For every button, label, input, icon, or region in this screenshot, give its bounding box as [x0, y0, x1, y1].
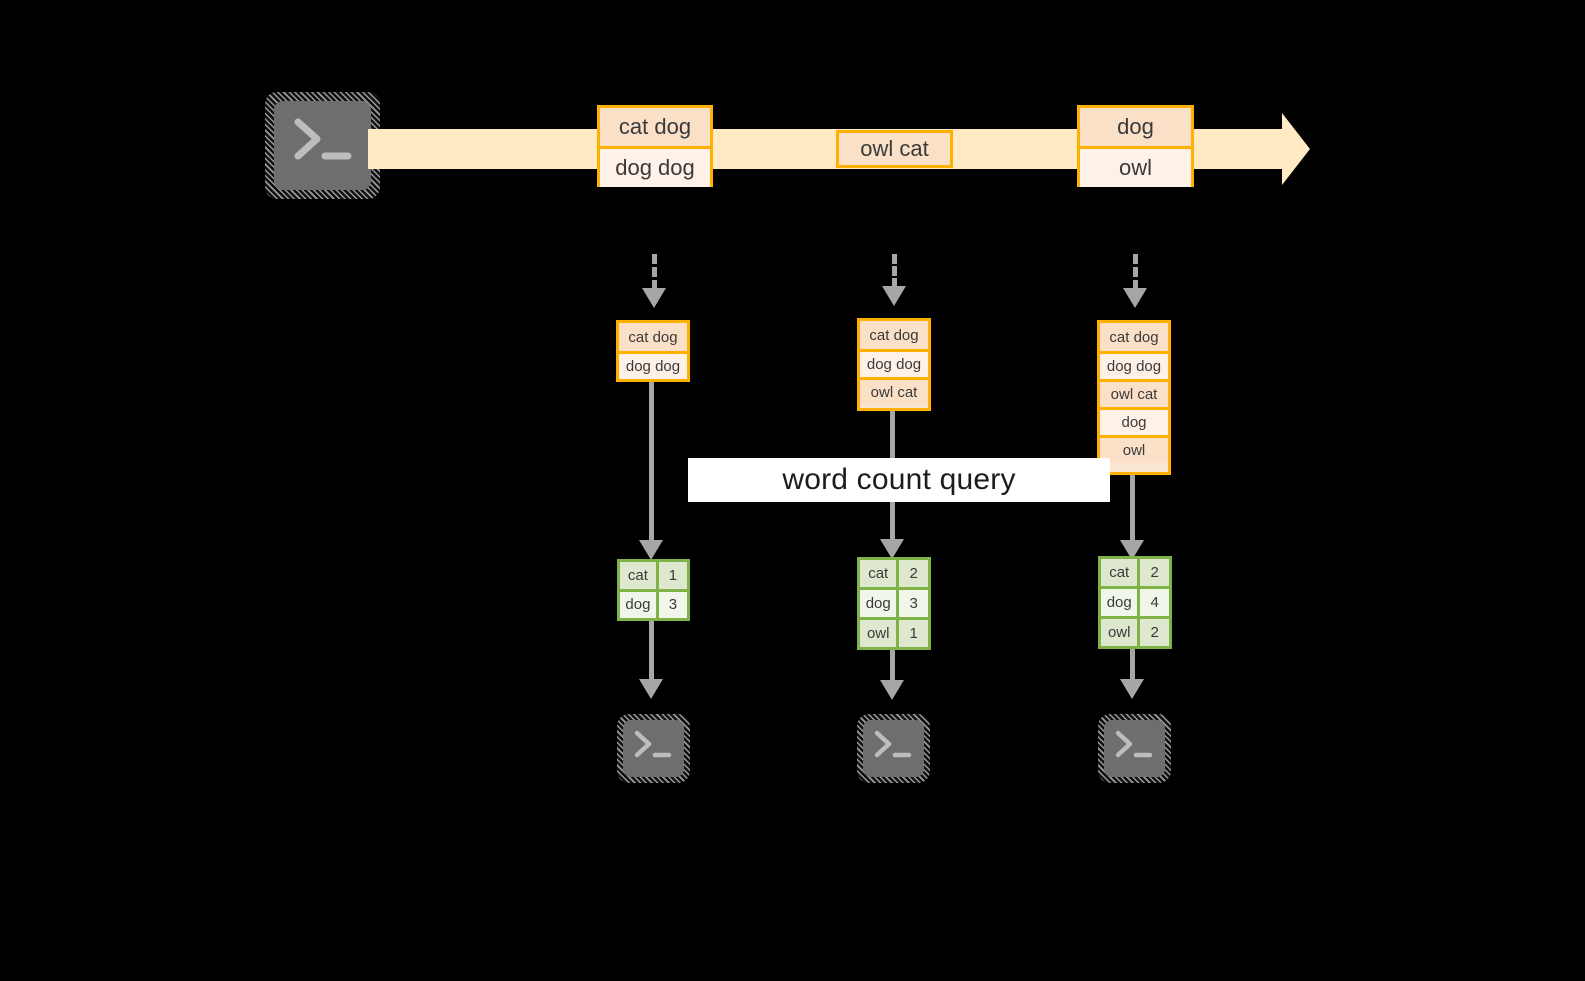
result-table-row: cat 2 [1101, 559, 1169, 586]
dashed-connector-1-arrowhead [642, 288, 666, 308]
result-count: 2 [1140, 619, 1169, 646]
result-table-row: dog 4 [1101, 586, 1169, 616]
result-word: dog [1101, 589, 1141, 616]
result-word: dog [860, 590, 900, 617]
terminal-prompt-glyph [294, 118, 352, 160]
dashed-connector-2-arrowhead [882, 286, 906, 306]
result-table-3[interactable]: cat 2 dog 4 owl 2 [1098, 556, 1172, 649]
dashed-connector-2 [892, 254, 897, 288]
dashed-connector-3 [1133, 254, 1138, 290]
query-label: word count query [782, 463, 1016, 496]
dashed-connector-1 [652, 254, 657, 290]
result-count: 1 [899, 620, 928, 647]
input-table-row: cat dog [619, 323, 687, 351]
terminal-prompt-glyph [1115, 730, 1153, 758]
sink-arrow-2-arrowhead [880, 680, 904, 700]
terminal-face [274, 101, 371, 190]
result-count: 2 [1140, 559, 1169, 586]
result-count: 3 [658, 591, 687, 618]
sink-arrow-2-shaft [890, 650, 895, 682]
terminal-prompt-glyph [634, 730, 672, 758]
query-arrow-1-arrowhead [639, 540, 663, 560]
input-table-row: dog dog [1100, 351, 1168, 379]
query-arrow-2-arrowhead [880, 539, 904, 559]
result-count: 1 [658, 562, 687, 589]
sink-terminal-2-icon[interactable] [857, 714, 930, 783]
result-word: owl [1101, 619, 1141, 646]
stream-event-line: dog dog [600, 146, 710, 187]
source-terminal-icon[interactable] [265, 92, 380, 199]
result-word: cat [620, 562, 659, 589]
input-table-1[interactable]: cat dog dog dog [616, 320, 690, 382]
result-count: 4 [1140, 589, 1169, 616]
query-arrow-3-arrowhead [1120, 540, 1144, 560]
terminal-prompt-glyph [874, 730, 912, 758]
input-table-row: cat dog [1100, 323, 1168, 351]
input-table-row: dog dog [619, 351, 687, 379]
result-table-row: dog 3 [860, 587, 928, 617]
result-word: owl [860, 620, 900, 647]
result-table-1[interactable]: cat 1 dog 3 [617, 559, 690, 621]
result-word: cat [1101, 559, 1141, 586]
result-table-row: owl 2 [1101, 616, 1169, 646]
sink-terminal-1-icon[interactable] [617, 714, 690, 783]
query-arrow-1-shaft [649, 382, 654, 542]
stream-event-line: owl [1080, 146, 1191, 187]
result-table-row: owl 1 [860, 617, 928, 647]
terminal-face [623, 720, 684, 777]
sink-terminal-3-icon[interactable] [1098, 714, 1171, 783]
stream-event-1[interactable]: cat dog dog dog [597, 105, 713, 187]
stream-event-3[interactable]: dog owl [1077, 105, 1194, 187]
dashed-connector-3-arrowhead [1123, 288, 1147, 308]
input-table-row: owl cat [1100, 379, 1168, 407]
result-table-2[interactable]: cat 2 dog 3 owl 1 [857, 557, 931, 650]
result-word: dog [620, 591, 659, 618]
stream-event-line: dog [1080, 108, 1191, 146]
sink-arrow-3-shaft [1130, 649, 1135, 681]
input-table-row: dog [1100, 407, 1168, 435]
input-table-row: owl [1100, 435, 1168, 463]
stream-event-2[interactable]: owl cat [836, 130, 953, 168]
sink-arrow-3-arrowhead [1120, 679, 1144, 699]
input-table-2[interactable]: cat dog dog dog owl cat [857, 318, 931, 411]
result-count: 2 [899, 560, 928, 587]
input-table-3[interactable]: cat dog dog dog owl cat dog owl [1097, 320, 1171, 475]
stream-event-line: owl cat [839, 133, 950, 165]
input-table-row: owl cat [860, 377, 928, 405]
result-table-row: cat 2 [860, 560, 928, 587]
sink-arrow-1-arrowhead [639, 679, 663, 699]
result-word: cat [860, 560, 900, 587]
result-table-row: cat 1 [620, 562, 687, 589]
sink-arrow-1-shaft [649, 621, 654, 681]
query-arrow-3-shaft [1130, 475, 1135, 542]
terminal-face [863, 720, 924, 777]
query-label-band: word count query [688, 458, 1110, 502]
input-table-row: dog dog [860, 349, 928, 377]
stream-arrow-icon [1248, 113, 1310, 185]
terminal-face [1104, 720, 1165, 777]
input-table-row: cat dog [860, 321, 928, 349]
result-count: 3 [899, 590, 928, 617]
result-table-row: dog 3 [620, 588, 687, 618]
stream-event-line: cat dog [600, 108, 710, 146]
